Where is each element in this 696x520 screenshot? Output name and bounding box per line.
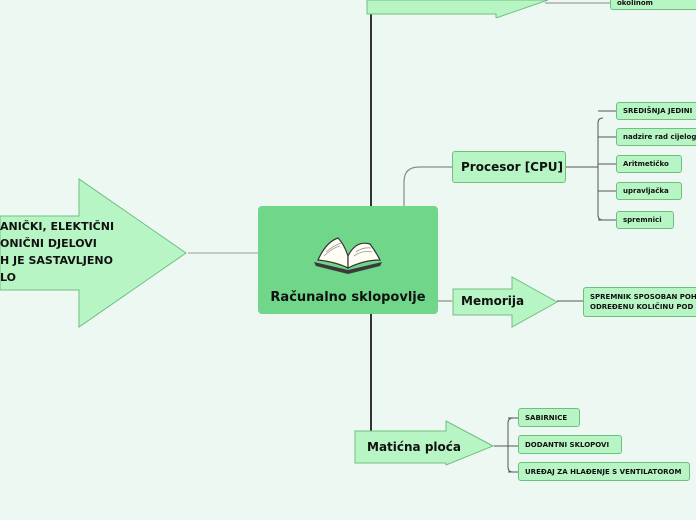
maticna-child-2[interactable]: DODANTNI SKLOPOVI bbox=[518, 435, 622, 454]
top-branch-leaf-label: okolinom bbox=[617, 0, 653, 7]
left-branch-text: ANIČKI, ELEKTIČNI ONIČNI DJELOVI H JE SA… bbox=[0, 220, 115, 284]
procesor-node[interactable]: Procesor [CPU] bbox=[452, 151, 566, 183]
link-procesor bbox=[403, 166, 452, 206]
top-branch-arrow[interactable] bbox=[366, 0, 550, 18]
central-node[interactable]: Računalno sklopovlje bbox=[258, 206, 438, 314]
memorija-label: Memorija bbox=[461, 294, 525, 308]
procesor-child-1[interactable]: SREDIŠNJA JEDINI bbox=[616, 102, 696, 120]
maticna-arrow[interactable] bbox=[354, 420, 496, 466]
bracket-maticna-vertical bbox=[507, 417, 514, 473]
bracket-procesor-vertical bbox=[597, 117, 604, 221]
memorija-child-1[interactable]: SPREMNIK SPOSOBAN POH ODREĐENU KOLIČINU … bbox=[583, 287, 696, 317]
procesor-label: Procesor [CPU] bbox=[461, 160, 564, 174]
procesor-child-3[interactable]: Aritmetičko bbox=[616, 155, 682, 173]
memorija-arrow[interactable] bbox=[452, 276, 560, 328]
procesor-child-5[interactable]: spremnici bbox=[616, 211, 674, 229]
maticna-child-1[interactable]: SABIRNICE bbox=[518, 408, 580, 427]
open-book-icon bbox=[314, 237, 382, 274]
procesor-child-2[interactable]: nadzire rad cijelog bbox=[616, 128, 696, 146]
maticna-child-3[interactable]: UREĐAJ ZA HLAĐENJE S VENTILATOROM bbox=[518, 462, 690, 481]
central-title: Računalno sklopovlje bbox=[270, 290, 426, 305]
left-branch-arrow[interactable] bbox=[0, 178, 190, 330]
top-branch-leaf[interactable]: okolinom bbox=[610, 0, 696, 10]
maticna-label: Matićna ploća bbox=[367, 440, 461, 454]
procesor-child-4[interactable]: upravljačka bbox=[616, 182, 682, 200]
